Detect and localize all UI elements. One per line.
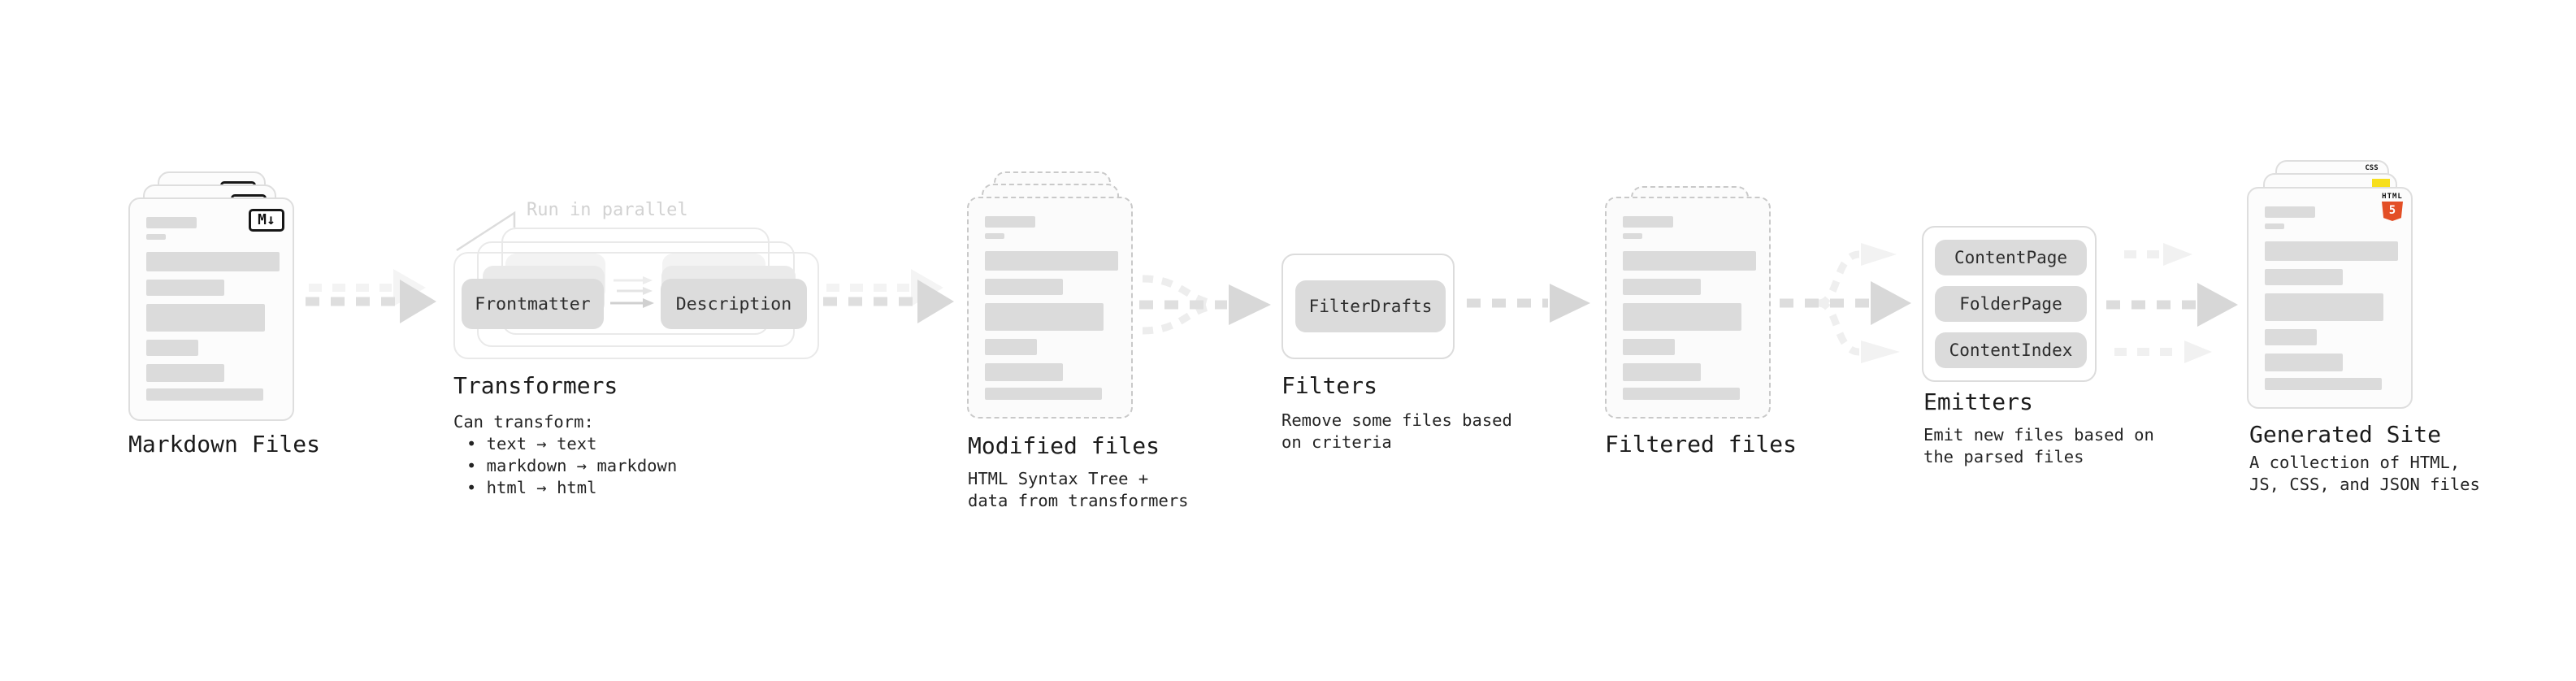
emitter-pill-contentindex: ContentIndex xyxy=(1935,332,2087,368)
transformers-bullet: • text → text xyxy=(466,434,597,453)
transformers-description: Can transform: • text → text • markdown … xyxy=(453,411,677,499)
emitters-sub1: Emit new files based on xyxy=(1923,425,2154,445)
emitter-pill-folderpage: FolderPage xyxy=(1935,286,2087,322)
modified-files-label: Modified files xyxy=(968,432,1160,459)
transformer-pill-frontmatter: Frontmatter xyxy=(462,279,604,329)
parallel-callout-line xyxy=(456,210,516,252)
emitters-title: Emitters xyxy=(1923,388,2033,415)
parallel-stream-arrows xyxy=(610,276,654,308)
skeleton-text xyxy=(1623,216,1756,400)
skeleton-text xyxy=(146,217,280,401)
arrow-filters-to-filtered xyxy=(1467,284,1590,323)
transformers-bullet: • markdown → markdown xyxy=(466,456,678,475)
transformers-desc-heading: Can transform: xyxy=(453,412,594,432)
js-icon xyxy=(2372,179,2390,189)
modified-file-card-front xyxy=(967,197,1133,419)
filters-card: FilterDrafts xyxy=(1281,254,1455,359)
skeleton-text xyxy=(2265,206,2398,390)
emitter-pill-contentpage: ContentPage xyxy=(1935,240,2087,275)
filtered-file-card-front xyxy=(1605,197,1771,419)
arrow-modified-to-filters-merge xyxy=(1139,275,1271,335)
generated-site-sub1: A collection of HTML, xyxy=(2249,453,2461,472)
filtered-files-label: Filtered files xyxy=(1605,431,1798,458)
arrow-filtered-to-emitters-fanout xyxy=(1780,243,1911,363)
emitters-sub2: the parsed files xyxy=(1923,447,2084,466)
arrow-markdown-to-transformers xyxy=(306,269,436,323)
modified-files-sub2: data from transformers xyxy=(968,491,1189,510)
modified-files-sub1: HTML Syntax Tree + xyxy=(968,469,1149,488)
run-in-parallel-note: Run in parallel xyxy=(527,200,688,220)
filters-sub1: Remove some files based xyxy=(1281,410,1512,430)
arrow-transformers-to-modified xyxy=(823,269,954,323)
filter-pill-filterdrafts: FilterDrafts xyxy=(1295,280,1446,332)
html5-icon: HTML 5 xyxy=(2379,193,2406,221)
skeleton-text xyxy=(985,216,1118,400)
filters-sub2: on criteria xyxy=(1281,432,1392,452)
arrows-emitters-to-site xyxy=(2106,243,2238,363)
generated-site-sub2: JS, CSS, and JSON files xyxy=(2249,475,2480,494)
filters-title: Filters xyxy=(1281,372,1378,399)
markdown-icon: M↓ xyxy=(249,209,284,232)
transformer-pill-description: Description xyxy=(661,279,807,329)
markdown-files-label: Markdown Files xyxy=(128,431,321,458)
generated-site-label: Generated Site xyxy=(2249,421,2442,448)
transformers-title: Transformers xyxy=(453,372,618,399)
transformer-frame-front xyxy=(453,252,819,359)
site-card-html: HTML 5 xyxy=(2247,187,2413,409)
markdown-file-card-front: M↓ xyxy=(128,197,294,421)
transformers-bullet: • html → html xyxy=(466,478,597,497)
emitters-card: ContentPage FolderPage ContentIndex xyxy=(1922,226,2097,382)
